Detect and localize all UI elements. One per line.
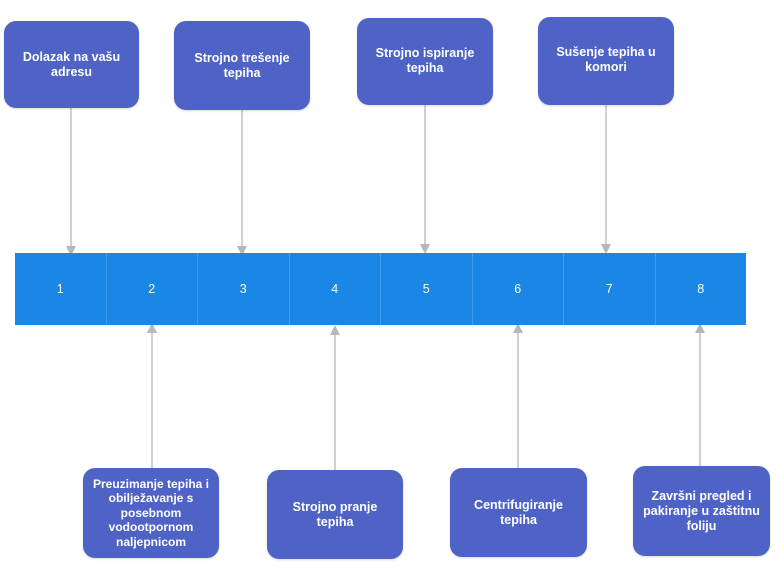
bottom-box-4: Strojno pranje tepiha: [267, 470, 403, 559]
bottom-box-8: Završni pregled i pakiranje u zaštitnu f…: [633, 466, 770, 556]
timeline-bar: 1 2 3 4 5 6 7 8: [15, 253, 746, 325]
step-6: 6: [473, 253, 564, 325]
top-box-1: Dolazak na vašu adresu: [4, 21, 139, 108]
step-7: 7: [564, 253, 656, 325]
bottom-box-6: Centrifugiranje tepiha: [450, 468, 587, 557]
step-8: 8: [697, 282, 705, 296]
bottom-box-2: Preuzimanje tepiha i obilježavanje s pos…: [83, 468, 219, 558]
step-1: 1: [15, 253, 107, 325]
step-4: 4: [290, 253, 381, 325]
step-3: 3: [198, 253, 290, 325]
top-box-4: Sušenje tepiha u komori: [538, 17, 674, 105]
top-box-2: Strojno trešenje tepiha: [174, 21, 310, 110]
step-2: 2: [107, 253, 198, 325]
step-5: 5: [381, 253, 473, 325]
top-box-3: Strojno ispiranje tepiha: [357, 18, 493, 105]
